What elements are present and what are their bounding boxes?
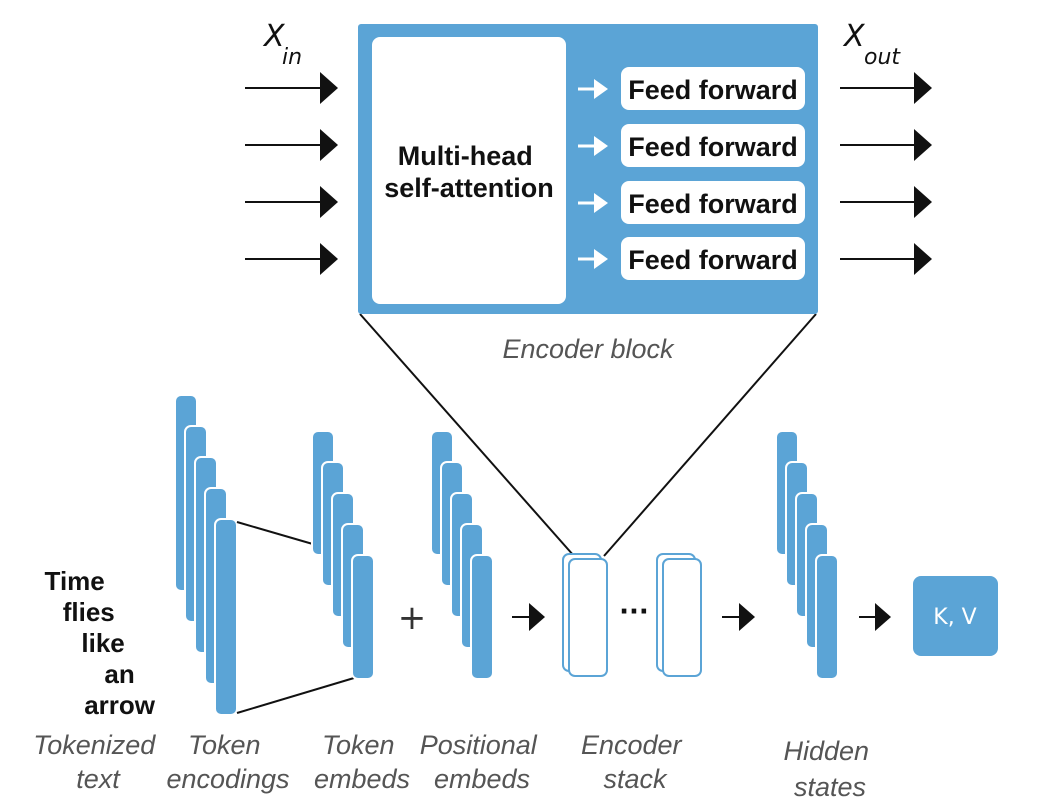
x-in-label: X in: [262, 19, 302, 70]
arrow-icon: [914, 129, 932, 161]
arrow-icon: [320, 72, 338, 104]
feed-forward-box: [621, 67, 805, 110]
projection-line-bottom: [236, 677, 355, 714]
feed-forward-label: Feed forward: [628, 132, 798, 162]
arrow-icon: [320, 243, 338, 275]
arrow-icon: [529, 603, 545, 631]
input-arrows: [245, 72, 338, 275]
arrow-icon: [875, 603, 891, 631]
token-embeds-stack: [311, 430, 375, 680]
input-words: Time flies like an arrow: [45, 566, 156, 720]
feed-forward-box: [621, 124, 805, 167]
arrow-icon: [320, 186, 338, 218]
encoder-block: Multi-head self-attention Feed forward F…: [358, 24, 818, 557]
kv-box: K, V: [913, 576, 998, 656]
arrow-icon: [914, 72, 932, 104]
attention-label: Multi-head self-attention: [384, 141, 554, 203]
arrow-icon: [914, 243, 932, 275]
attention-box: [372, 37, 566, 304]
feed-forward-row-1: Feed forward: [578, 67, 805, 110]
encoder-block-caption: Encoder block: [502, 334, 675, 364]
x-out-label: X out: [842, 19, 901, 70]
feed-forward-box: [621, 181, 805, 224]
token-encodings-stack: [174, 394, 238, 716]
feed-forward-label: Feed forward: [628, 245, 798, 275]
feed-forward-row-2: Feed forward: [578, 124, 805, 167]
svg-text:X: X: [842, 19, 866, 54]
caption-tokenized-text: Tokenized text: [33, 730, 163, 794]
zoom-line-left: [359, 313, 575, 557]
plus-sign: +: [398, 598, 427, 638]
svg-text:X: X: [262, 19, 286, 54]
encoder-stack: ···: [562, 553, 702, 677]
positional-embeds-stack: [430, 430, 494, 680]
hidden-states-stack: [775, 430, 839, 680]
feed-forward-box: [621, 237, 805, 280]
zoom-line-right: [603, 313, 817, 557]
caption-encoder-stack: Encoder stack: [581, 730, 689, 794]
arrow-icon: [594, 79, 608, 99]
feed-forward-label: Feed forward: [628, 75, 798, 105]
caption-token-embeds: Token embeds: [314, 730, 410, 794]
arrow-icon: [594, 249, 608, 269]
arrow-to-kv: [859, 603, 891, 631]
arrow-icon: [320, 129, 338, 161]
caption-positional-embeds: Positional embeds: [420, 730, 545, 794]
kv-label: K, V: [933, 605, 976, 630]
svg-text:out: out: [864, 45, 901, 70]
arrow-to-hidden-states: [722, 603, 755, 631]
arrow-icon: [739, 603, 755, 631]
svg-text:in: in: [282, 45, 302, 70]
caption-hidden-states: Hidden states: [783, 736, 876, 802]
feed-forward-label: Feed forward: [628, 189, 798, 219]
caption-token-encodings: Token encodings: [166, 730, 289, 794]
feed-forward-row-3: Feed forward: [578, 181, 805, 224]
feed-forward-row-4: Feed forward: [578, 237, 805, 280]
arrow-to-encoder: [512, 603, 545, 631]
arrow-icon: [914, 186, 932, 218]
output-arrows: [840, 72, 932, 275]
arrow-icon: [594, 136, 608, 156]
ellipsis-dots: ···: [619, 597, 649, 627]
arrow-icon: [594, 193, 608, 213]
